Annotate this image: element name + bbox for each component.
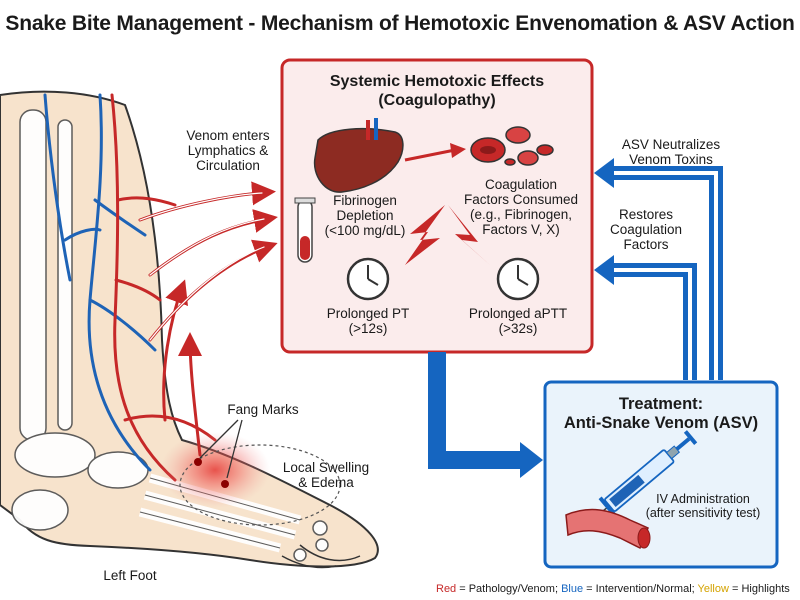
- treatment-header: Treatment: Anti-Snake Venom (ASV): [545, 395, 777, 433]
- red-blood-cells-icon: [470, 126, 554, 166]
- legend-yellow-text: = Highlights: [728, 583, 790, 595]
- fibrinogen-line2: Depletion: [336, 208, 394, 223]
- pt-line1: Prolonged PT: [326, 306, 410, 321]
- iv-line2: (after sensitivity test): [645, 506, 761, 520]
- systemic-header: Systemic Hemotoxic Effects (Coagulopathy…: [282, 72, 592, 110]
- fang-mark-2: [221, 480, 229, 488]
- fibrinogen-line3: (<100 mg/dL): [324, 223, 406, 238]
- restores-line2: Coagulation: [609, 222, 683, 237]
- pt-line2: (>12s): [348, 321, 388, 336]
- restores-line1: Restores: [618, 207, 674, 222]
- test-tube-icon: [294, 197, 316, 263]
- pt-label: Prolonged PT (>12s): [318, 306, 418, 336]
- treatment-header-line2: Anti-Snake Venom (ASV): [563, 414, 759, 432]
- leg-illustration: [0, 90, 379, 569]
- legend-red-word: Red: [436, 583, 457, 595]
- coag-factors-label: Coagulation Factors Consumed (e.g., Fibr…: [458, 177, 584, 237]
- asv-arrows: [428, 158, 723, 478]
- local-swelling-line2: & Edema: [298, 475, 354, 490]
- coag-line2: Factors Consumed: [463, 192, 579, 207]
- swelling-area: [160, 432, 270, 508]
- liver-icon: [313, 118, 404, 193]
- page-title: Snake Bite Management - Mechanism of Hem…: [5, 12, 795, 35]
- asv-neutralizes-line2: Venom Toxins: [629, 152, 713, 167]
- vein-icon: [565, 508, 651, 550]
- local-swelling-line1: Local Swelling: [282, 460, 370, 475]
- venom-enters-line1: Venom enters: [186, 128, 270, 143]
- legend-red-text: = Pathology/Venom;: [456, 583, 562, 595]
- iv-line1: IV Administration: [656, 492, 750, 506]
- local-swelling-label: Local Swelling & Edema: [276, 460, 376, 490]
- venom-enters-label: Venom enters Lymphatics & Circulation: [180, 128, 276, 173]
- aptt-line1: Prolonged aPTT: [468, 306, 568, 321]
- aptt-clock-icon: [496, 257, 540, 301]
- iv-administration-label: IV Administration (after sensitivity tes…: [630, 492, 776, 520]
- fang-mark-1: [194, 458, 202, 466]
- fang-marks-label: Fang Marks: [227, 402, 299, 417]
- asv-neutralizes-label: ASV Neutralizes Venom Toxins: [612, 137, 730, 167]
- legend-yellow-word: Yellow: [697, 583, 729, 595]
- systemic-header-line1: Systemic Hemotoxic Effects: [329, 73, 545, 90]
- venom-enters-line3: Circulation: [196, 158, 260, 173]
- coag-line1: Coagulation: [484, 177, 558, 192]
- fibrinogen-label: Fibrinogen Depletion (<100 mg/dL): [310, 193, 420, 238]
- left-foot-label: Left Foot: [103, 568, 157, 583]
- coag-line3: (e.g., Fibrinogen,: [469, 207, 573, 222]
- legend-blue-word: Blue: [561, 583, 584, 595]
- coag-line4: Factors V, X): [482, 222, 560, 237]
- pt-clock-icon: [346, 257, 390, 301]
- legend-blue-text: = Intervention/Normal;: [583, 583, 698, 595]
- aptt-label: Prolonged aPTT (>32s): [462, 306, 574, 336]
- color-legend: Red = Pathology/Venom; Blue = Interventi…: [436, 583, 790, 595]
- restores-label: Restores Coagulation Factors: [604, 207, 688, 252]
- systemic-header-line2: (Coagulopathy): [378, 92, 496, 109]
- treatment-header-line1: Treatment:: [618, 395, 704, 413]
- fibrinogen-line1: Fibrinogen: [333, 193, 397, 208]
- pathology-arrows: [404, 143, 490, 265]
- asv-neutralizes-line1: ASV Neutralizes: [621, 137, 721, 152]
- aptt-line2: (>32s): [498, 321, 538, 336]
- venom-enters-line2: Lymphatics &: [187, 143, 269, 158]
- restores-line3: Factors: [623, 237, 669, 252]
